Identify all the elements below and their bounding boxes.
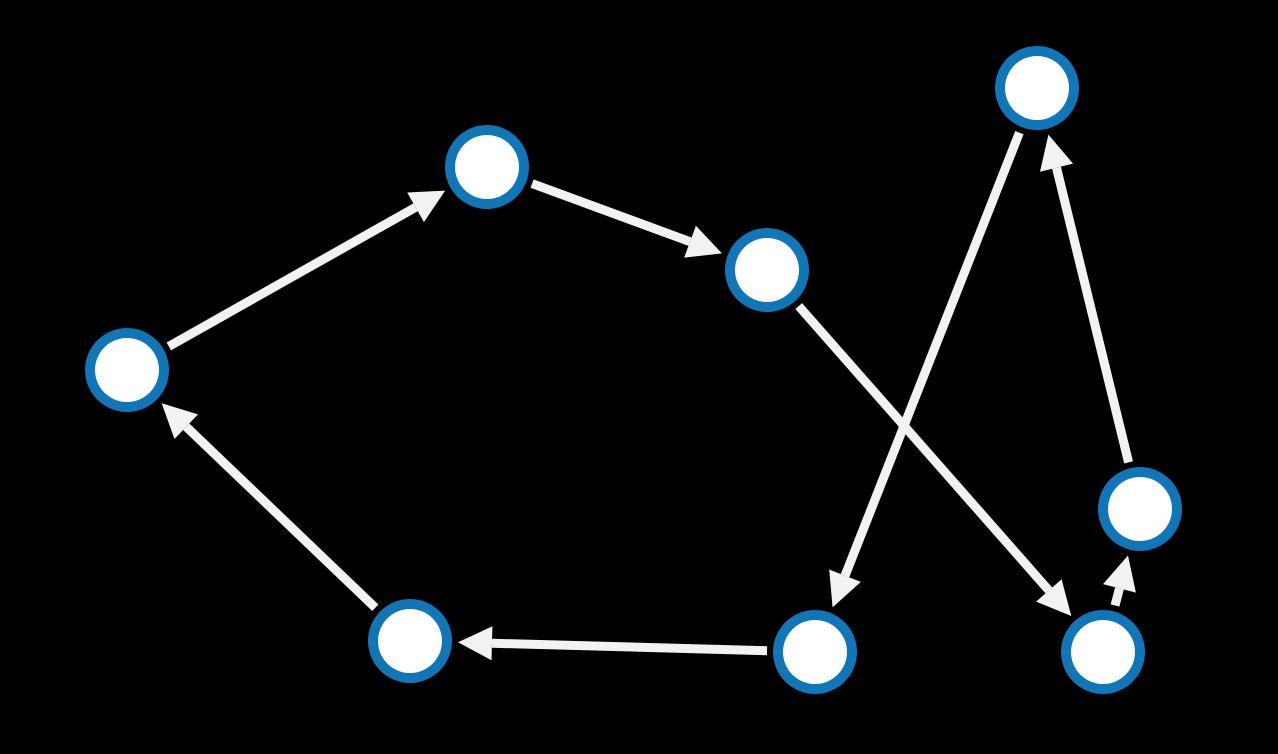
arrowhead-icon-h-to-a xyxy=(161,403,198,439)
node-core xyxy=(1005,56,1069,120)
graph-edge-g-to-h xyxy=(491,638,768,656)
graph-node-h[interactable] xyxy=(368,599,452,683)
arrowhead-icon-g-to-h xyxy=(457,626,493,661)
node-core xyxy=(95,338,159,402)
node-core xyxy=(378,609,442,673)
graph-edge-d-to-g xyxy=(840,131,1024,578)
graph-edge-a-to-b xyxy=(166,203,418,351)
arrowhead-icon-d-to-g xyxy=(829,569,861,608)
graph-node-f[interactable] xyxy=(1061,610,1145,694)
graph-node-a[interactable] xyxy=(85,328,169,412)
graph-node-c[interactable] xyxy=(725,228,809,312)
node-layer xyxy=(85,46,1182,694)
graph-node-d[interactable] xyxy=(995,46,1079,130)
node-core xyxy=(1108,477,1172,541)
graph-edge-f-to-e xyxy=(1110,587,1124,607)
node-core xyxy=(1071,620,1135,684)
arrowhead-icon-e-to-d xyxy=(1039,134,1073,172)
node-core xyxy=(735,238,799,302)
node-core xyxy=(783,620,847,684)
graph-edge-b-to-c xyxy=(530,179,692,246)
graph-node-e[interactable] xyxy=(1098,467,1182,551)
graph-edge-c-to-f xyxy=(795,303,1053,594)
graph-node-g[interactable] xyxy=(773,610,857,694)
graph-edge-h-to-a xyxy=(183,423,379,612)
arrowhead-icon-f-to-e xyxy=(1103,555,1136,593)
arrowhead-icon-b-to-c xyxy=(684,225,722,258)
node-core xyxy=(455,135,519,199)
arrowhead-icon-a-to-b xyxy=(407,190,446,223)
graph-node-b[interactable] xyxy=(445,125,529,209)
arrowhead-icon-c-to-f xyxy=(1036,579,1072,616)
edge-layer xyxy=(161,131,1136,661)
graph-edge-e-to-d xyxy=(1052,166,1133,464)
